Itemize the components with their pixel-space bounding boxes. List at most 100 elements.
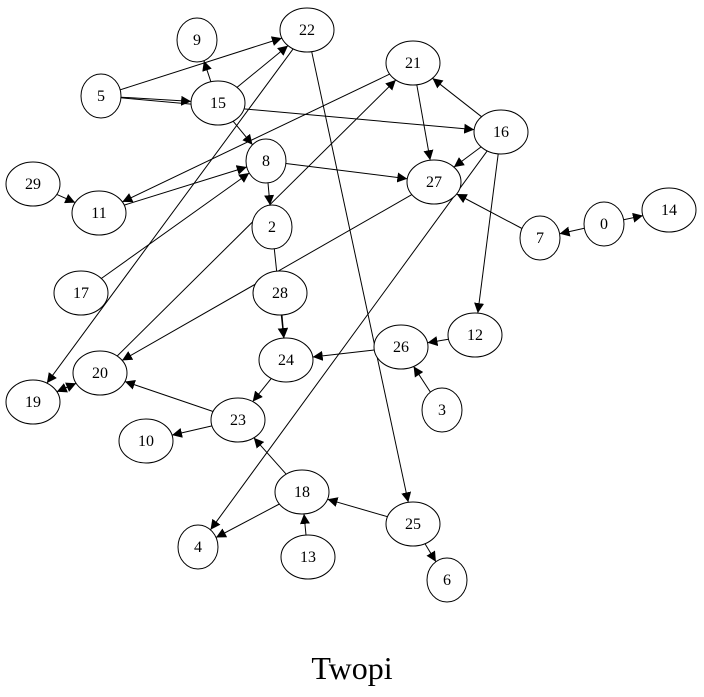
node-22: 22: [279, 7, 335, 53]
node-ellipse: [373, 324, 429, 370]
node-ellipse: [279, 7, 335, 53]
node-ellipse: [447, 312, 503, 358]
node-label: 25: [405, 516, 421, 533]
node-4: 4: [177, 524, 219, 570]
node-label: 17: [73, 285, 89, 302]
edge-28-to-24: [278, 314, 289, 339]
node-label: 16: [493, 124, 509, 141]
node-ellipse: [118, 418, 174, 464]
node-12: 12: [447, 312, 503, 358]
node-ellipse: [406, 159, 462, 205]
edge-8-to-2: [264, 182, 275, 206]
node-ellipse: [190, 80, 246, 126]
node-15: 15: [190, 80, 246, 126]
node-label: 21: [405, 55, 421, 72]
edge-21-to-11: [122, 73, 390, 203]
node-ellipse: [5, 379, 61, 425]
edge-24-to-23: [252, 378, 272, 402]
node-label: 27: [426, 174, 442, 191]
node-0: 0: [583, 201, 625, 247]
node-10: 10: [118, 418, 174, 464]
edge-7-to-27: [456, 193, 523, 229]
node-28: 28: [252, 270, 308, 316]
edge-26-to-24: [312, 349, 375, 361]
edge-25-to-6: [424, 543, 437, 562]
node-label: 10: [138, 433, 154, 450]
node-ellipse: [5, 161, 61, 207]
edge-23-to-10: [171, 425, 213, 438]
node-label: 4: [194, 539, 202, 556]
edge-16-to-27: [453, 146, 482, 168]
edge-0-to-14: [623, 212, 644, 223]
node-ellipse: [71, 190, 127, 236]
node-ellipse: [274, 469, 330, 515]
node-label: 13: [300, 549, 316, 566]
node-20: 20: [72, 350, 128, 396]
node-16: 16: [473, 109, 529, 155]
edge-5-to-15: [120, 95, 192, 106]
node-23: 23: [210, 397, 266, 443]
node-label: 12: [467, 327, 483, 344]
node-ellipse: [252, 270, 308, 316]
node-ellipse: [72, 350, 128, 396]
node-ellipse: [251, 204, 293, 250]
node-label: 26: [393, 339, 409, 356]
node-ellipse: [473, 109, 529, 155]
node-label: 22: [299, 22, 315, 39]
edge-29-to-11: [56, 193, 76, 204]
node-11: 11: [71, 190, 127, 236]
node-label: 3: [438, 402, 446, 419]
node-9: 9: [176, 17, 218, 63]
node-3: 3: [421, 387, 463, 433]
node-label: 29: [25, 176, 41, 193]
edge-23-to-20: [124, 379, 214, 412]
edge-21-to-27: [416, 84, 434, 161]
node-26: 26: [373, 324, 429, 370]
node-ellipse: [641, 187, 697, 233]
node-5: 5: [80, 73, 122, 119]
edge-15-to-22: [236, 45, 289, 88]
node-label: 0: [600, 216, 608, 233]
edge-15-to-9: [202, 60, 212, 82]
node-ellipse: [258, 337, 314, 383]
node-ellipse: [245, 138, 287, 184]
node-14: 14: [641, 187, 697, 233]
edge-22-to-25: [311, 51, 412, 503]
node-19: 19: [5, 379, 61, 425]
node-ellipse: [280, 534, 336, 580]
node-ellipse: [385, 40, 441, 86]
node-label: 2: [268, 219, 276, 236]
edge-5-to-16: [120, 97, 475, 134]
node-label: 7: [536, 230, 544, 247]
edge-8-to-27: [285, 163, 408, 183]
node-2: 2: [251, 204, 293, 250]
node-label: 14: [661, 202, 677, 219]
node-21: 21: [385, 40, 441, 86]
edge-19-to-20: [56, 382, 77, 393]
edge-16-to-12: [474, 153, 499, 314]
edge-0-to-7: [559, 226, 585, 237]
edge-3-to-26: [413, 366, 431, 393]
node-label: 24: [278, 352, 294, 369]
edge-11-to-8: [124, 165, 247, 206]
edge-16-to-21: [432, 77, 482, 118]
node-ellipse: [519, 215, 561, 261]
node-ellipse: [80, 73, 122, 119]
graph-caption: Twopi: [311, 650, 392, 686]
node-27: 27: [406, 159, 462, 205]
edge-18-to-4: [215, 503, 280, 538]
node-label: 28: [272, 285, 288, 302]
node-ellipse: [210, 397, 266, 443]
node-ellipse: [177, 524, 219, 570]
edge-12-to-26: [427, 336, 449, 347]
node-ellipse: [176, 17, 218, 63]
edge-17-to-8: [101, 172, 250, 279]
node-25: 25: [385, 501, 441, 547]
node-8: 8: [245, 138, 287, 184]
node-7: 7: [519, 215, 561, 261]
node-label: 6: [443, 572, 451, 589]
node-24: 24: [258, 337, 314, 383]
node-label: 18: [294, 484, 310, 501]
edges-layer: [46, 36, 644, 562]
